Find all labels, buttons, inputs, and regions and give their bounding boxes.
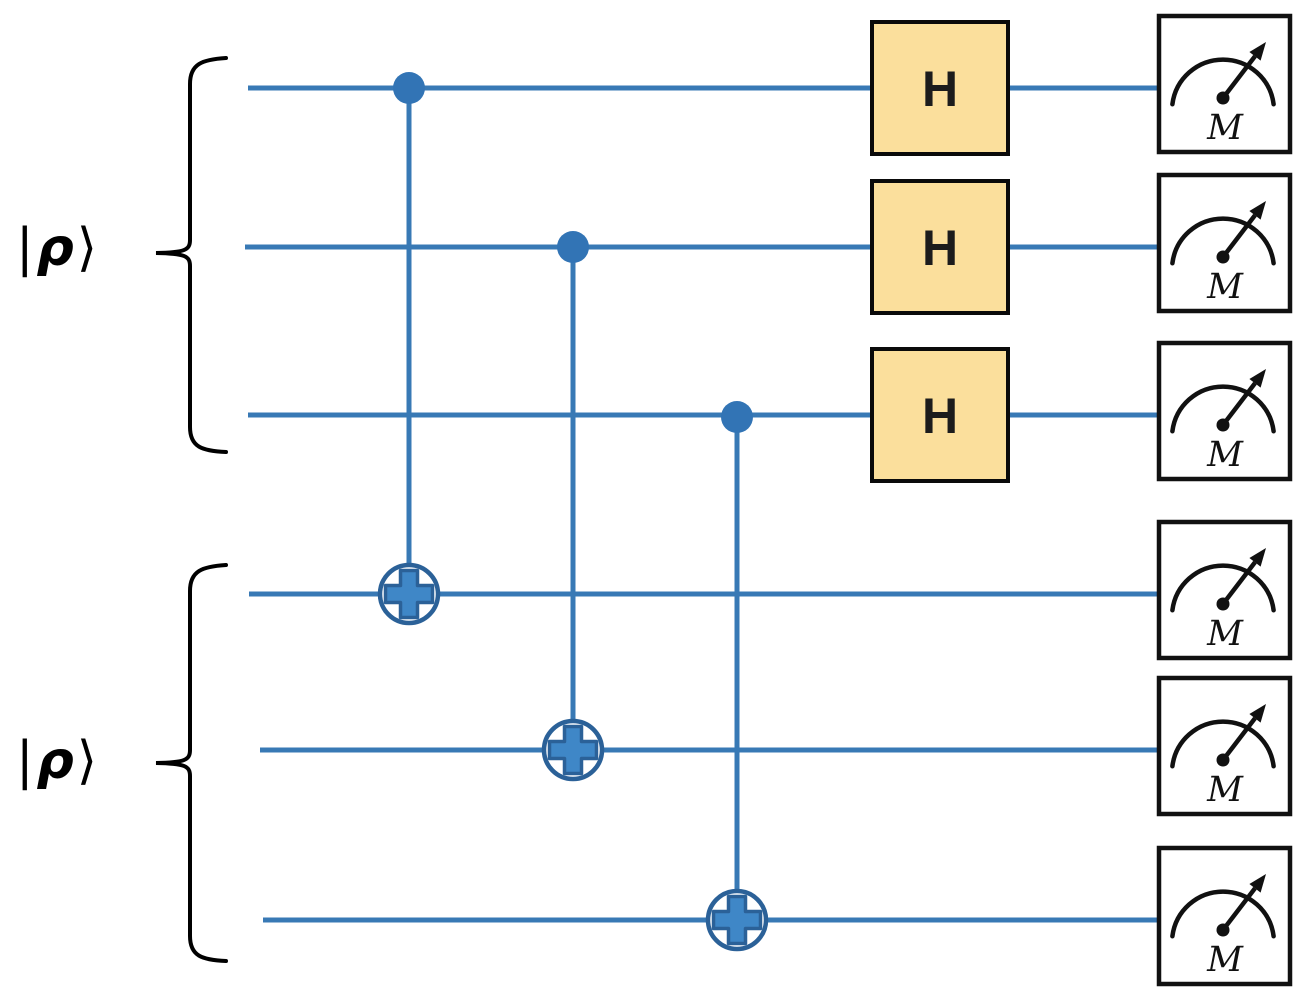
register-brace-top [155, 56, 228, 454]
rho-symbol: ρ [36, 218, 74, 278]
measure-label: M [1206, 770, 1244, 810]
measurement-gate-6: M [1156, 845, 1293, 987]
ket-open: | [16, 218, 34, 278]
hadamard-label: H [922, 388, 958, 444]
control-dot-1 [393, 72, 425, 104]
cnot-target-icon-2 [541, 718, 605, 782]
hadamard-gate-3: H [870, 347, 1010, 483]
measure-label: M [1206, 267, 1244, 307]
state-label-rho-top: |ρ⟩ [16, 218, 98, 278]
cnot-target-icon-1 [377, 562, 441, 626]
cnot-target-icon-3 [705, 888, 769, 952]
control-dot-3 [721, 401, 753, 433]
state-label-rho-bottom: |ρ⟩ [16, 731, 98, 791]
ket-open: | [16, 731, 34, 791]
measurement-gate-1: M [1156, 13, 1293, 155]
measure-label: M [1206, 435, 1244, 475]
register-brace-bottom [155, 563, 228, 963]
measurement-gate-5: M [1156, 675, 1293, 817]
measurement-gate-2: M [1156, 172, 1293, 314]
control-dot-2 [557, 231, 589, 263]
rho-symbol: ρ [36, 731, 74, 791]
hadamard-label: H [922, 61, 958, 117]
hadamard-label: H [922, 220, 958, 276]
measure-label: M [1206, 940, 1244, 980]
measure-label: M [1206, 614, 1244, 654]
hadamard-gate-1: H [870, 20, 1010, 156]
measurement-gate-3: M [1156, 340, 1293, 482]
measure-label: M [1206, 108, 1244, 148]
measurement-gate-4: M [1156, 519, 1293, 661]
hadamard-gate-2: H [870, 179, 1010, 315]
ket-close: ⟩ [76, 731, 98, 791]
ket-close: ⟩ [76, 218, 98, 278]
